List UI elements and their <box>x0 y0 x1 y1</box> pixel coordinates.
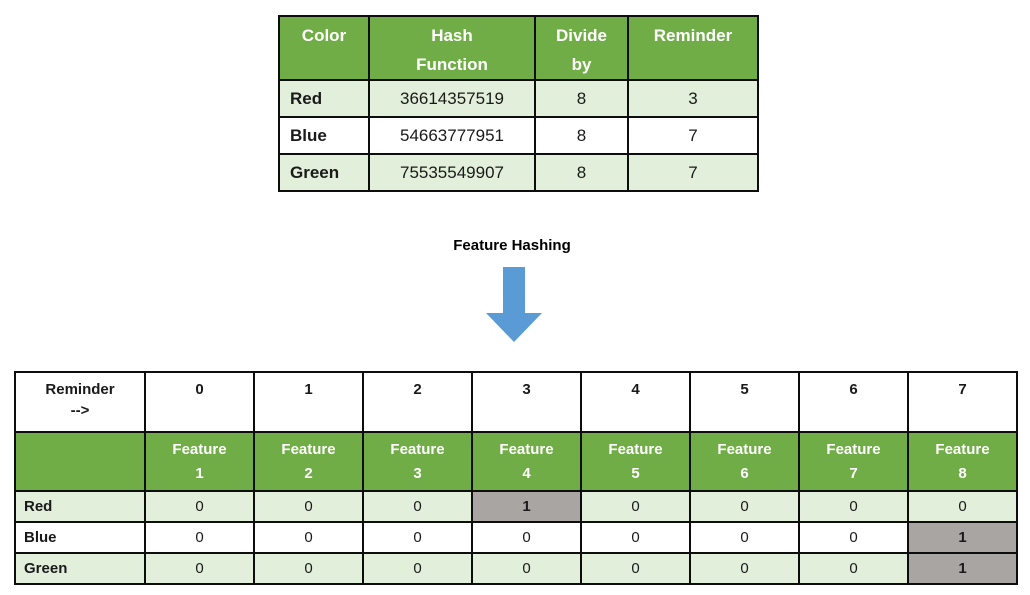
feature-header-row: Feature 1 Feature 2 Feature 3 Feature 4 … <box>14 431 1018 492</box>
row-label-red: Red <box>14 490 146 523</box>
feature-value-cell: 0 <box>689 552 800 585</box>
divide-by-cell: 8 <box>534 153 629 192</box>
reminder-value: 7 <box>907 371 1018 433</box>
reminder-value: 0 <box>144 371 255 433</box>
feature-value-cell: 0 <box>144 552 255 585</box>
reminder-cell: 7 <box>627 116 759 155</box>
row-label-green: Green <box>278 153 370 192</box>
feature-value-cell: 0 <box>144 521 255 554</box>
reminder-index-row: Reminder --> 0 1 2 3 4 5 6 7 <box>14 371 1018 433</box>
divide-by-cell: 8 <box>534 79 629 118</box>
hash-value-cell: 54663777951 <box>368 116 536 155</box>
feature-value-cell: 0 <box>253 552 364 585</box>
hash-table-header-color: Color <box>278 15 370 81</box>
table-row: Blue 54663777951 8 7 <box>278 116 759 155</box>
feature-header: Feature 4 <box>471 431 582 492</box>
feature-value-cell: 0 <box>580 521 691 554</box>
table-row-green: Green 0 0 0 0 0 0 0 1 <box>14 552 1018 585</box>
feature-header: Feature 2 <box>253 431 364 492</box>
feature-value-cell: 0 <box>798 490 909 523</box>
reminder-corner-label: Reminder --> <box>14 371 146 433</box>
feature-value-cell: 0 <box>689 521 800 554</box>
hash-value-cell: 36614357519 <box>368 79 536 118</box>
row-label-green: Green <box>14 552 146 585</box>
hash-table-header-hash: Hash Function <box>368 15 536 81</box>
feature-value-cell: 0 <box>580 552 691 585</box>
feature-value-cell: 0 <box>362 521 473 554</box>
feature-header: Feature 5 <box>580 431 691 492</box>
table-row: Red 36614357519 8 3 <box>278 79 759 118</box>
feature-header: Feature 6 <box>689 431 800 492</box>
reminder-value: 1 <box>253 371 364 433</box>
feature-value-cell: 0 <box>253 521 364 554</box>
feature-header: Feature 1 <box>144 431 255 492</box>
table-row-blue: Blue 0 0 0 0 0 0 0 1 <box>14 521 1018 554</box>
feature-hashing-label: Feature Hashing <box>453 237 571 254</box>
reminder-value: 5 <box>689 371 800 433</box>
table-row: Green 75535549907 8 7 <box>278 153 759 192</box>
feature-value-cell: 0 <box>253 490 364 523</box>
feature-header-corner <box>14 431 146 492</box>
feature-value-cell: 0 <box>689 490 800 523</box>
feature-header: Feature 8 <box>907 431 1018 492</box>
feature-value-cell: 1 <box>907 552 1018 585</box>
feature-value-cell: 0 <box>798 552 909 585</box>
feature-value-cell: 0 <box>471 521 582 554</box>
row-label-blue: Blue <box>278 116 370 155</box>
feature-header: Feature 3 <box>362 431 473 492</box>
feature-header: Feature 7 <box>798 431 909 492</box>
divide-by-cell: 8 <box>534 116 629 155</box>
feature-value-cell: 0 <box>798 521 909 554</box>
hash-table-header-row: Color Hash Function Divide by Reminder <box>278 15 759 81</box>
reminder-value: 3 <box>471 371 582 433</box>
hash-value-cell: 75535549907 <box>368 153 536 192</box>
row-label-blue: Blue <box>14 521 146 554</box>
reminder-value: 2 <box>362 371 473 433</box>
feature-value-cell: 0 <box>471 552 582 585</box>
reminder-value: 4 <box>580 371 691 433</box>
feature-value-cell: 1 <box>907 521 1018 554</box>
table-row-red: Red 0 0 0 1 0 0 0 0 <box>14 490 1018 523</box>
hash-function-table: Color Hash Function Divide by Reminder R… <box>278 15 759 192</box>
feature-value-cell: 0 <box>580 490 691 523</box>
hash-table-header-reminder: Reminder <box>627 15 759 81</box>
hash-table-header-divide: Divide by <box>534 15 629 81</box>
reminder-cell: 3 <box>627 79 759 118</box>
feature-value-cell: 1 <box>471 490 582 523</box>
reminder-value: 6 <box>798 371 909 433</box>
feature-value-cell: 0 <box>907 490 1018 523</box>
down-arrow-shaft <box>503 267 525 314</box>
feature-value-cell: 0 <box>362 490 473 523</box>
down-arrow-head <box>486 313 542 342</box>
feature-vector-table: Reminder --> 0 1 2 3 4 5 6 7 Feature 1 F… <box>14 371 1018 585</box>
reminder-cell: 7 <box>627 153 759 192</box>
feature-value-cell: 0 <box>144 490 255 523</box>
row-label-red: Red <box>278 79 370 118</box>
feature-value-cell: 0 <box>362 552 473 585</box>
